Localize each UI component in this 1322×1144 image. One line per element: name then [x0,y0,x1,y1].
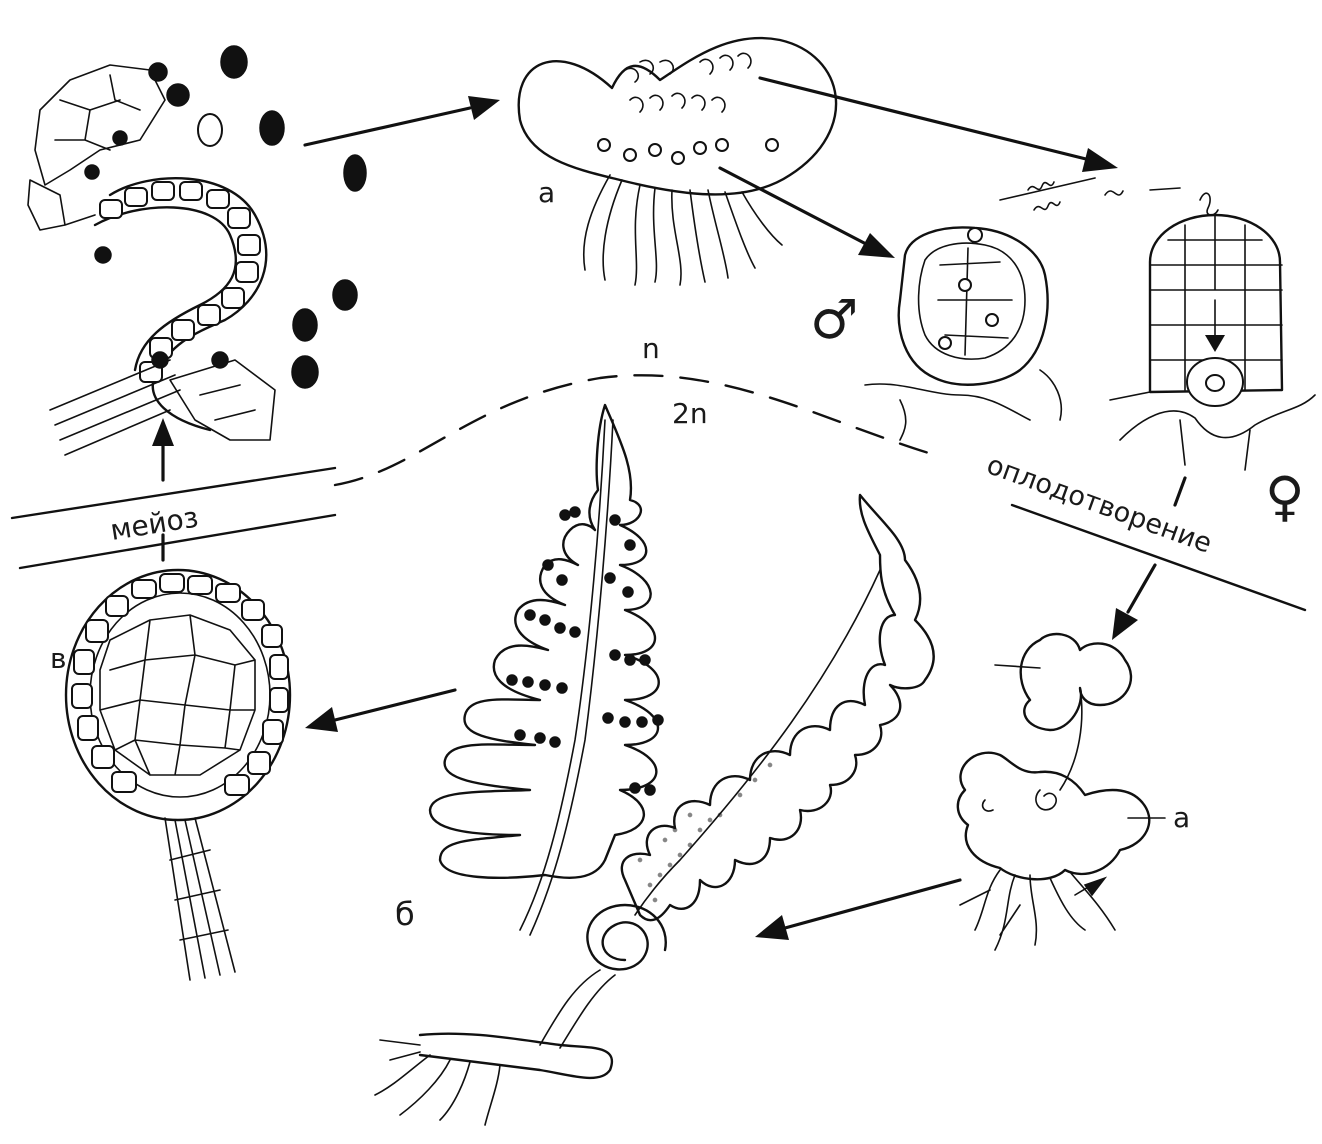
sporangium-closed [66,570,290,980]
ploidy-boundary-dashed-line [335,375,935,485]
label-sporangium-v: в [50,642,67,675]
antheridium [865,227,1061,440]
female-symbol: ♀ [1265,465,1305,528]
label-young-sporophyte-a: а [1173,801,1190,834]
prothallus [519,38,836,285]
cycle-arrows [152,78,1185,940]
young-sporophyte [958,634,1165,950]
sperm-cells [1000,178,1218,215]
label-haploid: n [642,332,660,365]
label-prothallus-a: а [538,176,555,209]
fern-frond [375,405,934,1125]
label-fertilization: оплодотворение [983,449,1216,559]
archegonium [1110,215,1315,470]
male-symbol: ♂ [810,288,858,351]
label-diploid: 2n [672,397,708,430]
dehiscing-sporangium [28,63,275,455]
label-frond-b: б [395,895,415,933]
